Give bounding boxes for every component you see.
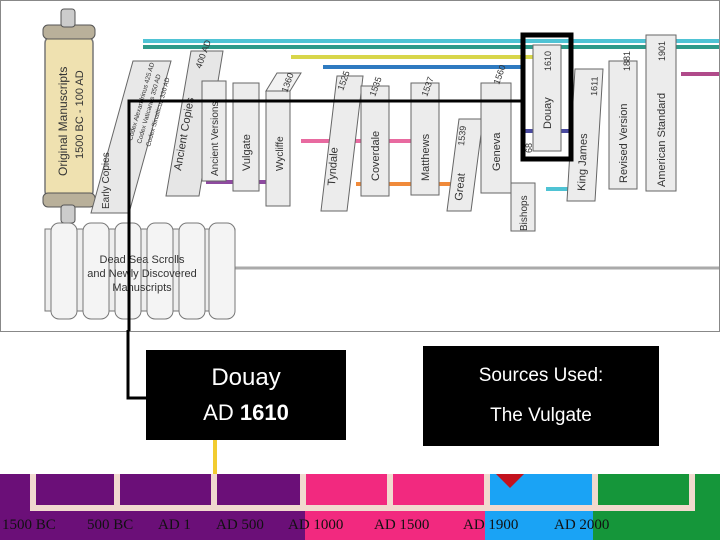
dead-sea-line1: Dead Sea Scrolls <box>100 254 185 266</box>
bookshelf-illustration: Original Manuscripts 1500 BC - 100 AD Ea… <box>42 8 719 331</box>
svg-text:Matthews: Matthews <box>420 133 432 181</box>
svg-text:American Standard: American Standard <box>656 93 668 187</box>
book-bishops: Bishops 68 <box>510 143 536 232</box>
svg-text:1901: 1901 <box>657 41 667 61</box>
timeline-label: AD 1 <box>158 517 191 533</box>
timeline-label: AD 1500 <box>374 517 430 533</box>
sources-title: Sources Used: <box>478 365 604 386</box>
early-copies-book: Early Copies Codex Alexandrinus 425 AD C… <box>90 60 172 214</box>
dead-sea-scrolls: Dead Sea Scrolls and Newly Discovered Ma… <box>44 222 236 320</box>
timeline-label: AD 2000 <box>554 517 610 533</box>
book-coverdale: Coverdale 1535 <box>360 75 390 197</box>
svg-text:Geneva: Geneva <box>491 132 503 171</box>
svg-text:Vulgate: Vulgate <box>241 134 253 171</box>
original-manuscripts-scroll: Original Manuscripts 1500 BC - 100 AD <box>42 8 96 224</box>
timeline-label: AD 500 <box>216 517 264 533</box>
douay-date-prefix: AD <box>203 400 234 425</box>
timeline-label: AD 1000 <box>288 517 344 533</box>
book-vulgate: Vulgate <box>232 82 260 192</box>
douay-date: AD 1610 <box>203 400 289 426</box>
pointer-line <box>127 99 523 331</box>
svg-text:1611: 1611 <box>589 76 600 96</box>
svg-text:Coverdale: Coverdale <box>370 131 382 181</box>
svg-text:Tyndale: Tyndale <box>326 147 341 186</box>
book-american-standard: American Standard 1901 <box>645 34 677 192</box>
timeline-label: 1500 BC <box>2 517 56 533</box>
timeline-brackets <box>30 474 695 511</box>
timeline-bar <box>0 474 720 540</box>
douay-info-box: Douay AD 1610 <box>146 350 346 440</box>
svg-text:Great: Great <box>453 173 468 202</box>
svg-text:Ancient Versions: Ancient Versions <box>210 102 221 177</box>
dead-sea-line2: and Newly Discovered <box>87 268 196 280</box>
svg-text:68: 68 <box>524 143 534 153</box>
scroll-label-line2: 1500 BC - 100 AD <box>74 70 86 159</box>
book-douay: Douay 1610 <box>532 44 562 152</box>
douay-title: Douay <box>211 364 281 391</box>
svg-text:King James: King James <box>576 133 590 191</box>
sources-info-box: Sources Used: The Vulgate <box>423 346 659 446</box>
svg-text:Bishops: Bishops <box>519 195 530 231</box>
early-copies-label: Early Copies <box>101 152 112 209</box>
scroll-label-line1: Original Manuscripts <box>56 67 70 176</box>
svg-text:1881: 1881 <box>622 51 632 71</box>
sources-value: The Vulgate <box>490 405 592 426</box>
pointer-line-lower <box>126 330 217 480</box>
douay-year: 1610 <box>239 400 289 425</box>
bible-history-diagram: Original Manuscripts 1500 BC - 100 AD Ea… <box>0 0 720 332</box>
timeline-label: AD 1900 <box>463 517 519 533</box>
svg-text:1610: 1610 <box>543 51 553 71</box>
svg-text:Douay: Douay <box>542 97 554 129</box>
book-king-james: King James 1611 <box>566 68 604 202</box>
svg-text:Wycliffe: Wycliffe <box>275 136 286 171</box>
douay-highlight-box <box>520 32 574 162</box>
current-position-marker <box>496 474 524 488</box>
book-geneva: Geneva 1560 <box>480 63 512 194</box>
svg-text:Revised Version: Revised Version <box>618 104 630 184</box>
timeline-label: 500 BC <box>87 517 134 533</box>
book-matthews: Matthews 1537 <box>410 75 440 196</box>
book-ancient-versions: Ancient Versions <box>201 80 227 182</box>
svg-text:1539: 1539 <box>456 125 468 146</box>
book-revised-version: Revised Version 1881 <box>608 51 638 190</box>
book-tyndale: Tyndale 1525 <box>320 69 364 212</box>
dead-sea-line3: Manuscripts <box>112 282 172 294</box>
book-wycliffe: Wycliffe 1360 <box>265 71 302 207</box>
book-great: Great 1539 <box>446 118 484 212</box>
